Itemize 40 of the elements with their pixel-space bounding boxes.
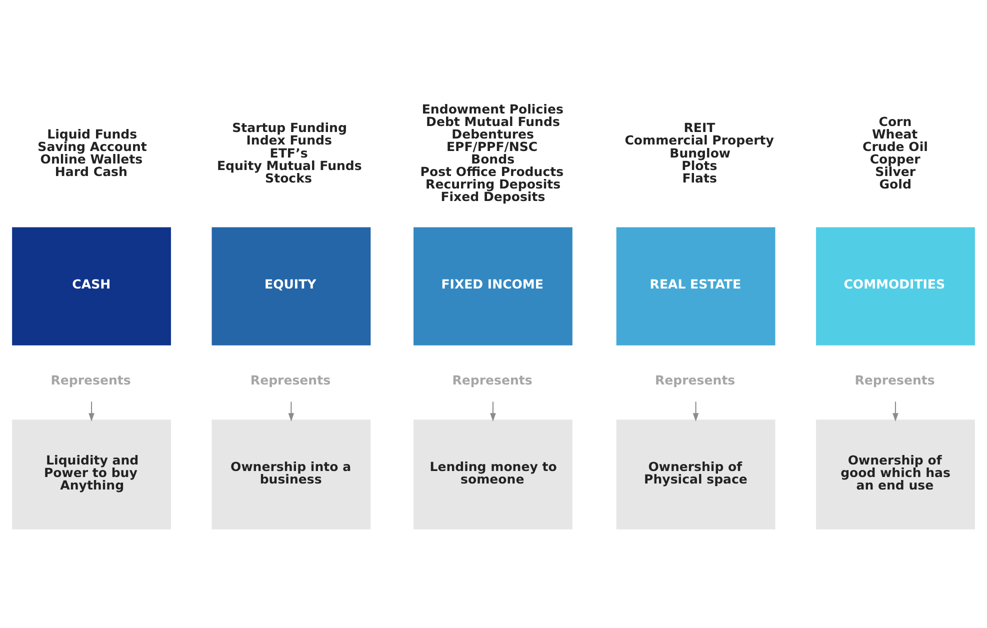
- node-label: Stocks: [265, 170, 312, 185]
- node-box: CASH: [12, 226, 171, 345]
- node-box: EQUITY: [212, 226, 371, 345]
- node-box: FIXED INCOME: [414, 226, 572, 345]
- node-label: Gold: [879, 176, 912, 192]
- node-label: Equity Mutual Funds: [216, 157, 362, 172]
- node-box: Liquidity and Power to buy Anything: [12, 419, 171, 529]
- node-text: Represents: [250, 372, 331, 388]
- node-box: Ownership of Physical space: [616, 419, 776, 529]
- node-label: Recurring Deposits: [426, 176, 561, 192]
- node-label: Flats: [682, 170, 717, 185]
- node-label: EPF/PPF/NSC: [446, 138, 538, 154]
- node-text: Represents: [655, 372, 736, 388]
- node-text: Represents: [452, 372, 532, 388]
- node-label: Endowment Policies: [422, 100, 564, 116]
- node-label: Copper: [870, 151, 920, 166]
- node-label: Hard Cash: [54, 164, 128, 179]
- node-label: REIT: [684, 120, 716, 135]
- node-label: ETF’s: [270, 144, 308, 160]
- node-text: Represents: [50, 372, 131, 388]
- node-label: Commercial Property: [624, 132, 774, 148]
- node-label: Crude Oil: [862, 138, 928, 154]
- node-box: Ownership into a business: [212, 419, 371, 529]
- node-box: Ownership of good which has an end use: [816, 419, 975, 529]
- node-text: Represents: [854, 372, 935, 388]
- node-box: Lending money to someone: [414, 419, 572, 529]
- node-label: Wheat: [872, 126, 918, 141]
- node-box: REAL ESTATE: [616, 226, 776, 345]
- node-label: Corn: [878, 113, 912, 128]
- node-label: Debentures: [452, 126, 534, 141]
- arrow: [892, 401, 898, 421]
- arrow: [288, 401, 294, 421]
- node-label: Post Office Products: [420, 164, 564, 179]
- arrow: [88, 401, 94, 421]
- node-label: Bonds: [471, 151, 515, 166]
- arrow: [692, 401, 699, 421]
- node-label: Debt Mutual Funds: [426, 113, 560, 128]
- arrow: [490, 401, 496, 421]
- node-label: Startup Funding: [232, 120, 347, 135]
- node-box: COMMODITIES: [816, 226, 975, 345]
